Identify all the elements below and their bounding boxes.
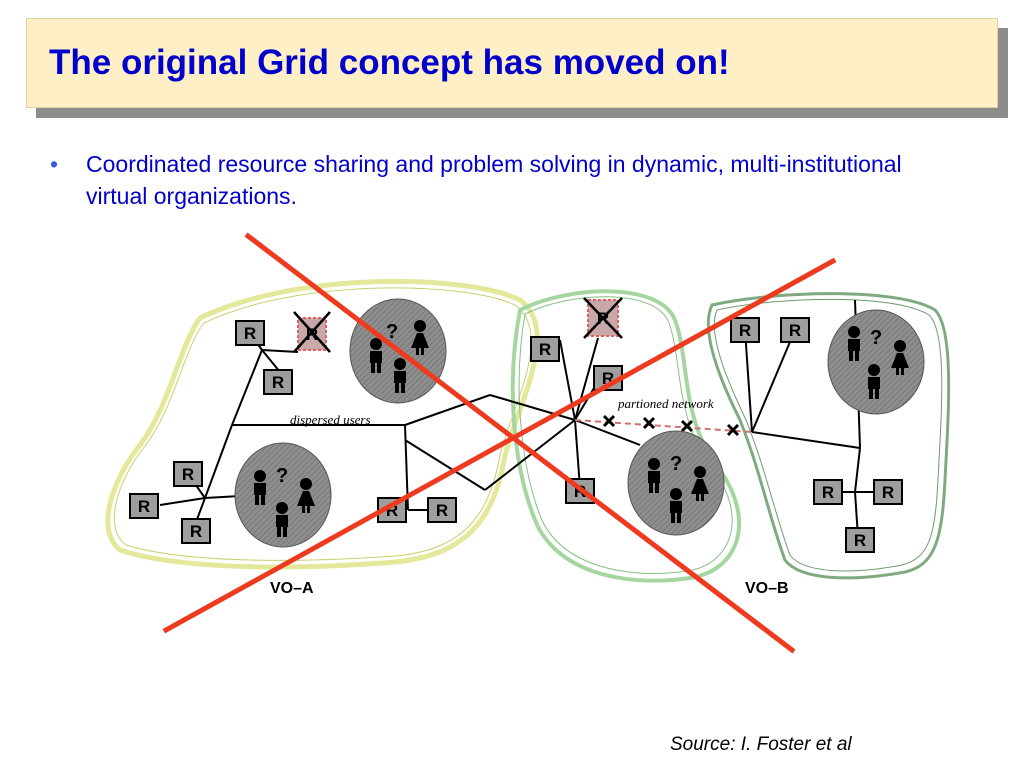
- slide-title: The original Grid concept has moved on!: [49, 43, 730, 82]
- svg-text:R: R: [436, 501, 448, 520]
- question-mark: ?: [276, 465, 288, 487]
- svg-text:R: R: [822, 483, 834, 502]
- break-marks: [602, 414, 740, 437]
- user-group-b: ?: [827, 309, 925, 415]
- resource-box: R: [181, 518, 211, 544]
- resource-box: R: [873, 479, 903, 505]
- bullet-dot-icon: •: [50, 151, 59, 177]
- question-mark: ?: [870, 327, 882, 349]
- resource-box: R: [235, 320, 265, 346]
- partitioned-network-label: partioned network: [617, 396, 714, 411]
- user-group-mid: ?: [627, 430, 725, 536]
- vo-b-outline: [707, 292, 951, 580]
- dispersed-users-label: dispersed users: [290, 412, 371, 427]
- vo-b-label: VO–B: [745, 580, 789, 597]
- resource-box: R: [780, 317, 810, 343]
- resource-box: R: [427, 497, 457, 523]
- svg-text:R: R: [190, 522, 202, 541]
- vo-a-outline-inner: [113, 287, 532, 561]
- svg-text:R: R: [854, 531, 866, 550]
- svg-text:R: R: [182, 465, 194, 484]
- title-box: The original Grid concept has moved on!: [26, 18, 998, 108]
- svg-text:R: R: [882, 483, 894, 502]
- svg-text:R: R: [272, 373, 284, 392]
- failed-resource-marks: [293, 297, 623, 353]
- svg-text:R: R: [539, 340, 551, 359]
- svg-text:R: R: [789, 321, 801, 340]
- resource-box: R: [730, 317, 760, 343]
- cross-out-mark: [162, 232, 837, 654]
- resource-box: R: [530, 336, 560, 362]
- resource-box: R: [845, 527, 875, 553]
- question-mark: ?: [670, 453, 682, 475]
- resource-box: R: [263, 369, 293, 395]
- user-group-a-bottom: ?: [234, 442, 332, 548]
- vo-mid-outline-inner: [518, 296, 733, 574]
- bullet-text: Coordinated resource sharing and problem…: [86, 151, 902, 209]
- svg-text:R: R: [244, 324, 256, 343]
- resource-box: R: [173, 461, 203, 487]
- resource-box: R: [813, 479, 843, 505]
- vo-mid-outline: [510, 289, 742, 583]
- question-mark: ?: [386, 321, 398, 343]
- resource-box: R: [129, 493, 159, 519]
- source-citation: Source: I. Foster et al: [670, 734, 852, 755]
- svg-text:R: R: [138, 497, 150, 516]
- vo-a-label: VO–A: [270, 580, 314, 597]
- vo-b-outline-inner: [713, 298, 943, 572]
- vo-a-outline: [105, 278, 540, 570]
- svg-text:R: R: [739, 321, 751, 340]
